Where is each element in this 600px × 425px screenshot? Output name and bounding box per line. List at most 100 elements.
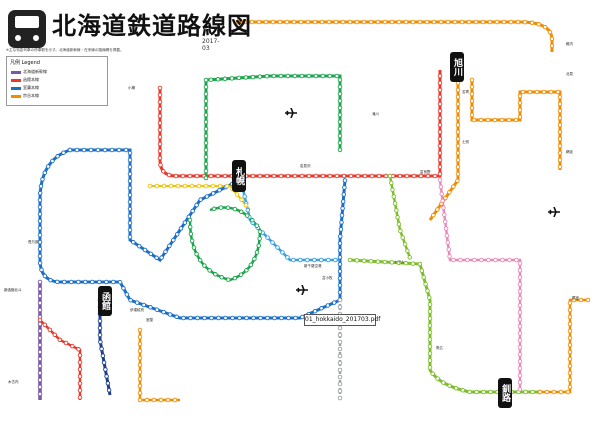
station-dot[interactable] — [249, 19, 255, 25]
station-dot[interactable] — [447, 254, 452, 259]
station-dot[interactable] — [161, 183, 167, 189]
station-dot[interactable] — [95, 147, 101, 153]
station-dot[interactable] — [285, 73, 291, 79]
station-dot[interactable] — [77, 367, 83, 372]
station-dot[interactable] — [42, 322, 48, 328]
station-dot[interactable] — [517, 114, 523, 120]
station-dot[interactable] — [327, 173, 333, 179]
station-label[interactable]: 帯広 — [436, 346, 443, 350]
station-dot[interactable] — [127, 178, 133, 184]
station-dot[interactable] — [83, 279, 88, 285]
station-dot[interactable] — [571, 297, 577, 303]
station-dot[interactable] — [467, 389, 472, 395]
station-dot[interactable] — [338, 227, 344, 232]
station-dot[interactable] — [256, 243, 261, 248]
hub-asahikawa[interactable]: 旭川 — [450, 52, 464, 82]
station-dot[interactable] — [441, 380, 446, 385]
station-dot[interactable] — [278, 173, 284, 179]
station-dot[interactable] — [337, 147, 343, 153]
station-dot[interactable] — [424, 19, 430, 25]
station-dot[interactable] — [157, 113, 163, 119]
station-dot[interactable] — [157, 127, 163, 133]
station-dot[interactable] — [506, 117, 512, 123]
station-dot[interactable] — [445, 240, 451, 245]
station-dot[interactable] — [306, 73, 312, 79]
station-dot[interactable] — [513, 117, 519, 123]
station-dot[interactable] — [137, 355, 143, 361]
station-dot[interactable] — [340, 19, 346, 25]
station-dot[interactable] — [435, 207, 440, 212]
station-dot[interactable] — [285, 255, 290, 260]
station-dot[interactable] — [299, 173, 305, 179]
station-dot[interactable] — [391, 194, 397, 199]
station-dot[interactable] — [47, 327, 53, 333]
station-dot[interactable] — [375, 259, 381, 264]
station-dot[interactable] — [437, 129, 443, 135]
station-dot[interactable] — [37, 300, 43, 306]
station-dot[interactable] — [248, 262, 254, 268]
station-dot[interactable] — [567, 321, 573, 327]
station-dot[interactable] — [517, 100, 523, 106]
station-dot[interactable] — [207, 268, 212, 273]
station-dot[interactable] — [441, 205, 446, 211]
station-dot[interactable] — [209, 315, 214, 321]
station-dot[interactable] — [187, 224, 193, 230]
station-label[interactable]: 北見 — [566, 72, 573, 76]
station-dot[interactable] — [481, 389, 486, 395]
station-dot[interactable] — [452, 19, 458, 25]
station-dot[interactable] — [37, 384, 43, 390]
station-dot[interactable] — [460, 388, 466, 393]
station-dot[interactable] — [208, 173, 214, 179]
station-dot[interactable] — [37, 197, 43, 203]
station-dot[interactable] — [298, 257, 303, 263]
station-dot[interactable] — [188, 231, 194, 237]
station-dot[interactable] — [567, 307, 573, 313]
station-dot[interactable] — [445, 19, 451, 25]
station-label[interactable]: 滝川 — [372, 112, 379, 116]
station-dot[interactable] — [189, 238, 195, 244]
station-dot[interactable] — [127, 192, 133, 198]
station-dot[interactable] — [337, 112, 343, 118]
station-dot[interactable] — [437, 122, 443, 128]
station-dot[interactable] — [62, 279, 67, 285]
station-dot[interactable] — [326, 19, 332, 25]
station-dot[interactable] — [338, 234, 343, 239]
station-dot[interactable] — [81, 147, 87, 153]
station-dot[interactable] — [337, 304, 343, 310]
station-dot[interactable] — [312, 308, 318, 314]
station-dot[interactable] — [280, 250, 285, 255]
station-dot[interactable] — [158, 397, 164, 403]
station-dot[interactable] — [427, 295, 432, 300]
station-dot[interactable] — [361, 258, 367, 264]
station-dot[interactable] — [337, 262, 343, 267]
station-dot[interactable] — [427, 351, 433, 356]
station-dot[interactable] — [37, 286, 43, 292]
station-dot[interactable] — [137, 369, 143, 375]
station-dot[interactable] — [232, 275, 238, 281]
station-dot[interactable] — [455, 108, 461, 114]
station-dot[interactable] — [69, 279, 74, 285]
station-dot[interactable] — [508, 19, 514, 25]
station-dot[interactable] — [77, 395, 83, 400]
station-label[interactable]: 伊達紋別 — [130, 308, 144, 312]
station-dot[interactable] — [337, 374, 343, 380]
station-dot[interactable] — [251, 315, 256, 321]
station-dot[interactable] — [455, 122, 461, 128]
station-dot[interactable] — [517, 268, 523, 273]
station-dot[interactable] — [501, 19, 507, 25]
station-dot[interactable] — [312, 257, 317, 263]
station-dot[interactable] — [128, 297, 133, 303]
station-dot[interactable] — [142, 247, 148, 253]
station-dot[interactable] — [70, 343, 75, 349]
station-dot[interactable] — [493, 257, 498, 263]
station-dot[interactable] — [157, 148, 163, 154]
station-dot[interactable] — [305, 19, 311, 25]
station-dot[interactable] — [37, 253, 43, 259]
station-dot[interactable] — [313, 173, 319, 179]
station-dot[interactable] — [389, 180, 394, 186]
station-dot[interactable] — [104, 374, 109, 379]
station-dot[interactable] — [337, 77, 343, 83]
station-dot[interactable] — [437, 108, 443, 114]
station-dot[interactable] — [557, 157, 563, 163]
station-dot[interactable] — [438, 184, 444, 190]
